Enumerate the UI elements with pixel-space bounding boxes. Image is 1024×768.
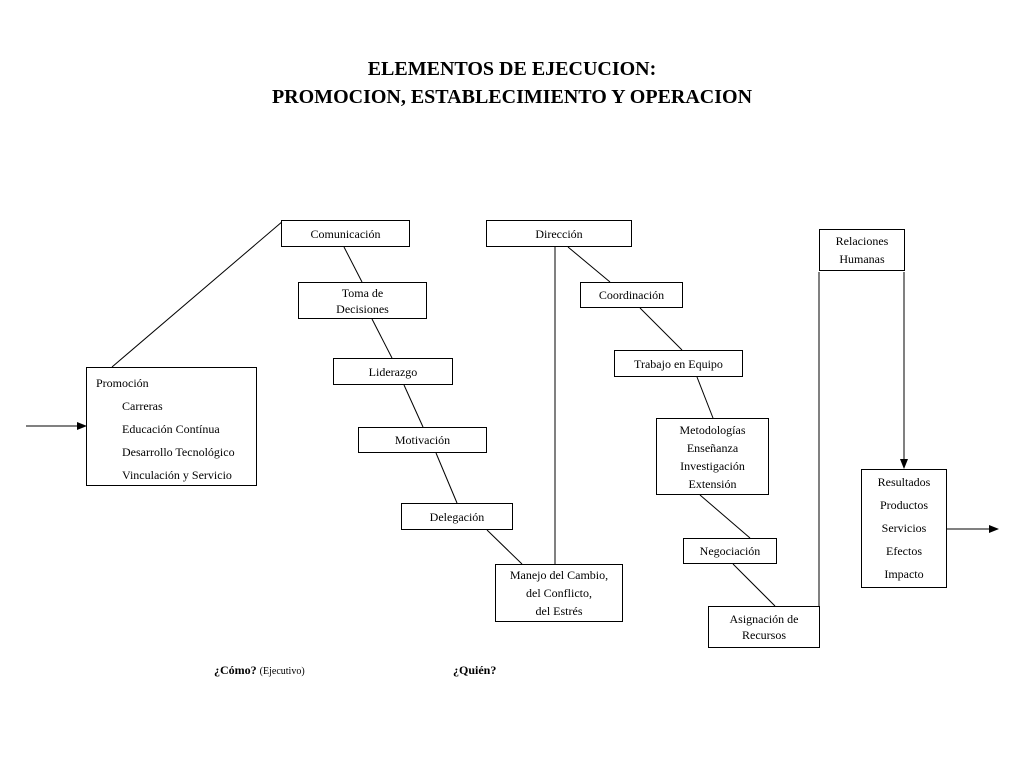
motivacion-label: Motivación	[394, 433, 451, 447]
coordinacion-box: Coordinación	[580, 282, 683, 308]
delegacion-label: Delegación	[429, 509, 485, 524]
promocion-item-vinculacion: Vinculación y Servicio	[122, 468, 232, 482]
manejo-cambio-line-2: del Conflicto,	[526, 586, 592, 600]
line-direccion-coordinacion	[567, 246, 611, 283]
promocion-item-carreras: Carreras	[122, 399, 163, 413]
asignacion-line-1: Asignación de	[729, 612, 799, 626]
line-motivacion-delegacion	[435, 452, 458, 504]
line-toma-liderazgo	[371, 318, 393, 359]
resultados-line-2: Productos	[880, 498, 928, 512]
direccion-box: Dirección	[486, 220, 632, 247]
toma-decisiones-line-2: Decisiones	[336, 301, 389, 316]
metodologias-line-2: Enseñanza	[686, 440, 739, 455]
liderazgo-label: Liderazgo	[368, 364, 418, 379]
toma-decisiones-box: Toma de Decisiones	[298, 282, 427, 319]
line-metodologias-negociacion	[699, 494, 751, 539]
page-title-line-2: PROMOCION, ESTABLECIMIENTO Y OPERACION	[271, 86, 753, 108]
manejo-cambio-line-3: del Estrés	[535, 604, 583, 618]
delegacion-box: Delegación	[401, 503, 513, 530]
page-title-line-1: ELEMENTOS DE EJECUCION:	[367, 58, 657, 80]
relaciones-line-1: Relaciones	[835, 234, 889, 248]
liderazgo-box: Liderazgo	[333, 358, 453, 385]
line-promocion-comunicacion	[111, 220, 284, 368]
line-liderazgo-motivacion	[403, 384, 424, 428]
coordinacion-label: Coordinación	[598, 288, 665, 302]
resultados-line-4: Efectos	[886, 544, 922, 558]
negociacion-box: Negociación	[683, 538, 777, 564]
line-trabajo-metodologias	[696, 376, 714, 419]
trabajo-equipo-label: Trabajo en Equipo	[634, 356, 723, 371]
relaciones-humanas-box: Relaciones Humanas	[819, 229, 905, 271]
relaciones-line-2: Humanas	[839, 252, 885, 266]
promocion-box: Promoción Carreras Educación Contínua De…	[86, 367, 257, 486]
como-label: ¿Cómo? (Ejecutivo)	[214, 663, 305, 678]
manejo-cambio-line-1: Manejo del Cambio,	[509, 568, 609, 582]
toma-decisiones-line-1: Toma de	[341, 285, 384, 300]
asignacion-box: Asignación de Recursos	[708, 606, 820, 648]
promocion-item-desarrollo: Desarrollo Tecnológico	[122, 445, 235, 459]
asignacion-line-2: Recursos	[742, 628, 786, 642]
trabajo-equipo-box: Trabajo en Equipo	[614, 350, 743, 377]
metodologias-box: Metodologías Enseñanza Investigación Ext…	[656, 418, 769, 495]
comunicacion-box: Comunicación	[281, 220, 410, 247]
metodologias-line-4: Extensión	[688, 476, 737, 491]
resultados-line-1: Resultados	[877, 475, 931, 489]
como-note: (Ejecutivo)	[259, 666, 305, 677]
quien-label: ¿Quién?	[453, 663, 496, 678]
promocion-heading: Promoción	[96, 376, 149, 390]
line-delegacion-manejo	[486, 529, 523, 565]
resultados-line-3: Servicios	[881, 521, 927, 535]
line-coordinacion-trabajo	[639, 307, 683, 351]
resultados-box: Resultados Productos Servicios Efectos I…	[861, 469, 947, 588]
comunicacion-label: Comunicación	[310, 226, 381, 241]
line-comunicacion-toma	[343, 246, 363, 283]
promocion-item-educacion: Educación Contínua	[122, 422, 220, 436]
negociacion-label: Negociación	[699, 544, 761, 558]
motivacion-box: Motivación	[358, 427, 487, 453]
manejo-cambio-box: Manejo del Cambio, del Conflicto, del Es…	[495, 564, 623, 622]
resultados-line-5: Impacto	[884, 567, 924, 581]
direccion-label: Dirección	[535, 226, 583, 241]
metodologias-line-3: Investigación	[680, 458, 745, 473]
quien-text: ¿Quién?	[453, 663, 497, 677]
como-text: ¿Cómo?	[214, 663, 257, 677]
metodologias-line-1: Metodologías	[679, 422, 746, 437]
line-negociacion-asignacion	[732, 563, 776, 607]
